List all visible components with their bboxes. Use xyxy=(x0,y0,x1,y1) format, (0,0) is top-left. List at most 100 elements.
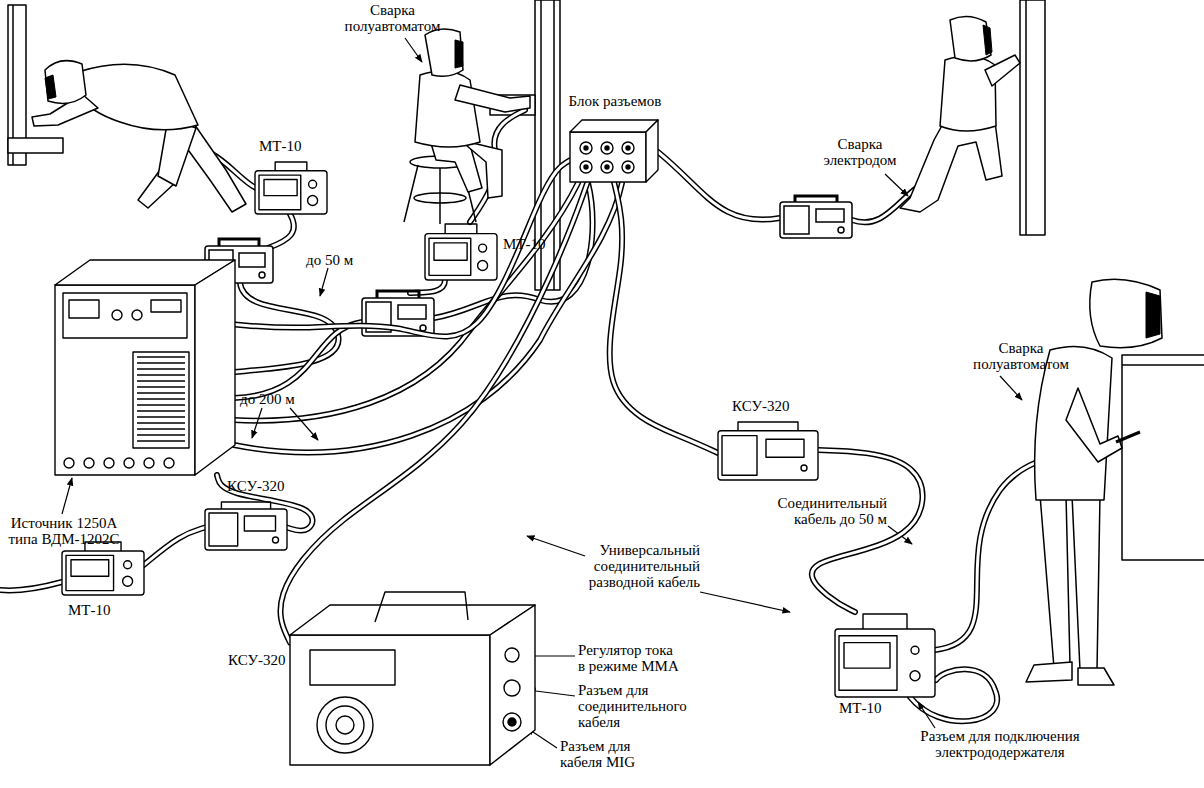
unit-panel xyxy=(839,636,897,690)
stool-leg xyxy=(439,168,441,224)
leader-line xyxy=(62,478,72,514)
device-node: МТ-10 xyxy=(425,222,497,280)
unit-front xyxy=(290,635,490,765)
socket-pin xyxy=(605,165,609,169)
callout-text: Регулятор тока в режиме ММА xyxy=(578,642,682,674)
cable xyxy=(234,322,362,398)
cable-core xyxy=(812,450,923,612)
unit-handle xyxy=(375,592,468,622)
device-outline xyxy=(55,260,235,475)
output-socket xyxy=(144,458,154,468)
device-drawing xyxy=(55,260,235,475)
welding-helmet xyxy=(425,29,463,76)
block-socket xyxy=(580,142,592,154)
leader-line xyxy=(405,38,422,62)
unit-body xyxy=(255,171,327,214)
device-label: КСУ-320 xyxy=(227,478,307,494)
unit-knob xyxy=(309,180,317,188)
welder-arm xyxy=(1066,388,1122,462)
column-flange xyxy=(1025,0,1027,235)
device-label: МТ-10 xyxy=(68,602,148,618)
callout-text: Сварка полуавтоматом xyxy=(962,340,1080,372)
cabinet-front xyxy=(55,285,195,475)
unit-socket xyxy=(910,671,920,681)
welder-figure xyxy=(32,61,246,212)
leader-line xyxy=(918,702,935,728)
cable xyxy=(268,214,294,248)
cable xyxy=(234,183,578,421)
unit-body xyxy=(780,202,852,238)
welder-figure xyxy=(404,29,530,224)
callout-text: Сварка полуавтоматом xyxy=(335,2,450,34)
device-outline xyxy=(835,612,935,697)
cable xyxy=(658,152,780,220)
unit-knob xyxy=(479,244,487,252)
device-outline xyxy=(255,160,327,214)
welding-helmet xyxy=(950,16,991,60)
unit-panel xyxy=(259,175,301,210)
unit-knob xyxy=(838,227,844,233)
welder-leg xyxy=(900,120,1002,212)
unit-window xyxy=(244,516,275,531)
fan-grille xyxy=(336,716,354,734)
vent-slot xyxy=(137,380,185,381)
device-node: КСУ-320 xyxy=(718,420,818,480)
unit-panel xyxy=(66,555,114,590)
welder-shoe xyxy=(1026,662,1072,682)
block-socket xyxy=(622,161,634,173)
block-side xyxy=(646,120,658,182)
helmet-visor xyxy=(983,25,992,55)
welder-body xyxy=(940,56,996,131)
leader-line xyxy=(290,408,318,440)
helmet-visor xyxy=(455,40,463,68)
vent-slot xyxy=(137,392,185,393)
callout-text: до 200 м xyxy=(240,391,320,407)
callout-text: Разъем для кабеля MIG xyxy=(560,738,655,770)
cable-outline xyxy=(812,450,923,612)
cable-core xyxy=(280,182,587,643)
cable-outline xyxy=(280,182,587,643)
callout-text: Разъем для соединительного кабеля xyxy=(578,682,693,730)
unit-knob xyxy=(911,646,919,654)
leader-line xyxy=(320,268,328,296)
device-drawing xyxy=(425,224,497,280)
unit-panel xyxy=(429,238,471,275)
block-socket xyxy=(622,142,634,154)
unit-body xyxy=(425,234,497,280)
unit-side xyxy=(490,605,535,765)
control-unit xyxy=(780,196,852,238)
welder-arm xyxy=(985,55,1020,86)
device-outline xyxy=(570,120,658,182)
unit-body xyxy=(62,551,144,595)
unit-window xyxy=(766,439,804,457)
welder-figure xyxy=(1026,279,1162,685)
panel-knob xyxy=(132,310,142,320)
socket-pin xyxy=(508,718,516,726)
mig-socket xyxy=(503,713,521,731)
socket-pin xyxy=(584,165,588,169)
vent-slot xyxy=(137,368,185,369)
block-front xyxy=(570,132,646,182)
leader-line xyxy=(252,408,262,438)
steel-column xyxy=(1020,0,1045,235)
socket-pin xyxy=(626,165,630,169)
device-label: МТ-10 xyxy=(839,700,919,716)
cable xyxy=(234,322,362,398)
callout-text: до 50 м xyxy=(306,252,376,268)
cable xyxy=(0,582,62,591)
leader-line xyxy=(700,592,790,612)
unit-window xyxy=(816,209,844,222)
current-regulator xyxy=(505,648,519,662)
cable-connector xyxy=(280,182,587,643)
unit-body xyxy=(718,431,818,480)
unit-window xyxy=(264,179,297,195)
unit-panel xyxy=(784,206,809,234)
welder-body xyxy=(415,71,480,147)
device-node: Блок разъемов xyxy=(570,120,658,182)
device-drawing xyxy=(62,542,144,595)
vent-slot xyxy=(137,440,185,441)
device-node: МТ-10 xyxy=(255,160,327,214)
cable-outline xyxy=(144,528,205,565)
work-table xyxy=(1122,355,1204,560)
device-drawing xyxy=(835,614,935,697)
